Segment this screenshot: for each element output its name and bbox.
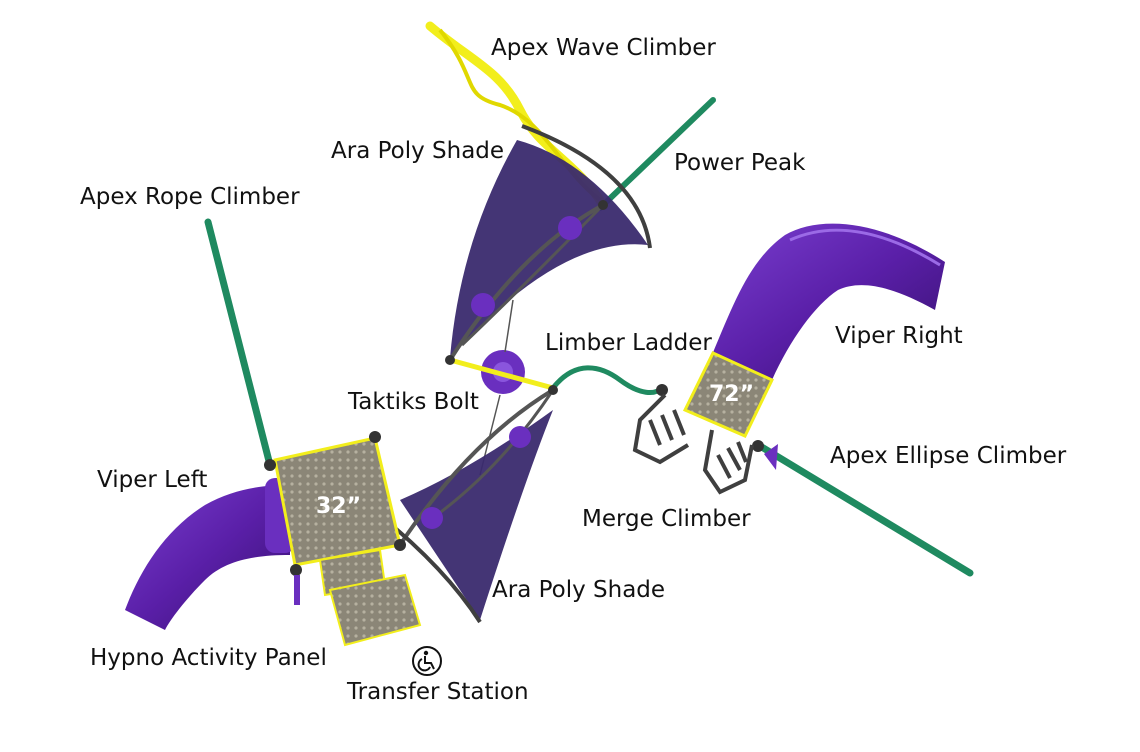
label-viper-left: Viper Left [97, 467, 208, 493]
right-deck-height: 72” [709, 382, 755, 407]
label-apex-wave-climber: Apex Wave Climber [491, 35, 716, 61]
hypno-activity-panel [294, 575, 300, 605]
merge-climber [632, 393, 754, 495]
label-power-peak: Power Peak [674, 150, 806, 176]
label-hypno-activity-panel: Hypno Activity Panel [90, 645, 327, 671]
limber-ladder [551, 365, 664, 395]
label-limber-ladder: Limber Ladder [545, 330, 712, 356]
label-apex-rope-climber: Apex Rope Climber [80, 184, 300, 210]
viper-left-slide [125, 478, 295, 630]
left-deck [264, 431, 406, 576]
apex-ellipse-climber-plate [764, 444, 778, 470]
label-ara-poly-shade-top: Ara Poly Shade [331, 138, 505, 164]
wheelchair-icon [412, 646, 442, 676]
power-peak-pole [597, 97, 716, 211]
label-taktiks-bolt: Taktiks Bolt [348, 389, 479, 415]
label-apex-ellipse-climber: Apex Ellipse Climber [830, 443, 1067, 469]
viper-right-slide [712, 223, 945, 380]
ara-poly-shade-top [448, 124, 652, 362]
label-merge-climber: Merge Climber [582, 506, 751, 532]
transfer-station [318, 548, 422, 647]
label-viper-right: Viper Right [835, 323, 963, 349]
right-deck [656, 351, 775, 452]
label-transfer-station: Transfer Station [347, 679, 529, 705]
apex-rope-climber-pole [204, 218, 274, 469]
label-ara-poly-shade-bottom: Ara Poly Shade [492, 577, 666, 603]
apex-ellipse-climber-pole [756, 442, 974, 577]
left-deck-height: 32” [316, 494, 362, 519]
